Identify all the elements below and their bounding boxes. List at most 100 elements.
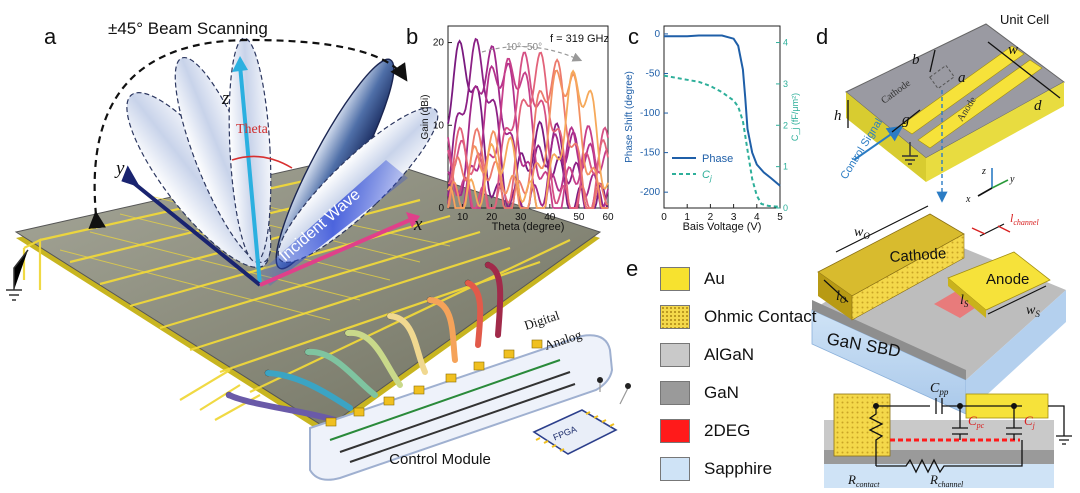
unit-cell-axes [977, 168, 1009, 197]
l-s-sub: S [964, 299, 969, 309]
dim-d: d [1034, 98, 1042, 114]
anode-big-label: Anode [986, 271, 1029, 288]
chart-b-xlabel: Theta (degree) [492, 221, 565, 233]
w-s: w [1026, 303, 1036, 318]
chart-c-ytick-label: 0 [654, 29, 660, 40]
chart-b-xtick-label: 50 [573, 212, 585, 223]
cathode-big-label: Cathode [889, 245, 947, 266]
svg-text:lS: lS [960, 293, 969, 309]
chart-c-ytick-label: -100 [640, 108, 660, 119]
fpga-chip: FPGA [532, 409, 618, 455]
unit-cell-label: Unit Cell [1000, 12, 1049, 27]
chart-c-legend: Phase Cj [672, 153, 733, 183]
chart-c-ytick-right-label: 2 [783, 120, 788, 130]
chart-c-frame [663, 25, 781, 209]
chart-c-xtick-label: 1 [684, 212, 690, 223]
swatch-sapphire [660, 457, 690, 481]
legend-item-gan: GaN [660, 378, 739, 408]
chart-c-phase-line [664, 34, 781, 187]
c-j-sub: j [1032, 421, 1036, 430]
chart-b-xtick-label: 40 [544, 212, 556, 223]
l-o-sub: O [840, 295, 847, 305]
svg-text:Cj: Cj [702, 169, 712, 183]
r-channel-sub: channel [938, 480, 964, 489]
unit-cell-block: Cathode Anode Control Signal a b w g d h… [834, 23, 1065, 205]
beam-scanning-label: ±45° Beam Scanning [108, 19, 268, 38]
l-o: l [836, 289, 840, 304]
chart-c-xtick-label: 4 [754, 212, 760, 223]
panel-label-a: a [44, 24, 57, 49]
chart-b-title: f = 319 GHz [550, 33, 609, 45]
axis-y-label: y [114, 158, 125, 179]
panel-label-b: b [406, 24, 418, 49]
svg-text:Cj: Cj [1024, 413, 1036, 430]
dim-w: w [1008, 42, 1018, 58]
ax-x: x [965, 194, 971, 205]
r-contact-sub: contact [856, 480, 880, 489]
chart-c-ylabel: Phase Shift (degree) [624, 71, 635, 163]
chart-c-ytick-label: -50 [646, 68, 661, 79]
legend-item-2deg: 2DEG [660, 416, 750, 446]
panel-label-e: e [626, 256, 638, 281]
legend-item-au: Au [660, 264, 725, 294]
swatch-au [660, 267, 690, 291]
legend-item-ohmic: Ohmic Contact [660, 302, 816, 332]
ground-icon [6, 249, 29, 301]
chart-b-xtick-label: 20 [486, 212, 498, 223]
axis-x-label: x [413, 214, 423, 235]
r-channel: R [929, 472, 938, 487]
chart-c-ylabel-right: C_j (fF/μm²) [790, 93, 800, 141]
panel-d: d Unit Cell Cathode Anode Control Signal [811, 12, 1072, 489]
chart-b-xtick-label: 60 [602, 212, 614, 223]
legend-item-sapphire: Sapphire [660, 454, 772, 484]
control-wires [226, 262, 504, 423]
w-o: w [854, 225, 864, 240]
chart-b-xtick-label: 30 [515, 212, 527, 223]
axis-z-label: z [221, 88, 230, 109]
chart-c-ytick-right-label: 4 [783, 38, 788, 48]
c-j: C [1024, 413, 1033, 428]
chart-c-xtick-label: 0 [661, 212, 667, 223]
ground-icon-unit-cell [902, 142, 918, 165]
chart-b-ytick-label: 10 [433, 120, 445, 131]
chart-c-xtick-label: 2 [708, 212, 714, 223]
l-s: l [960, 293, 964, 308]
w-s-sub: S [1035, 309, 1040, 319]
chart-b-ylabel: Gain (dBi) [420, 94, 431, 139]
chart-b-ytick-label: 0 [438, 203, 444, 214]
chart-c-xtick-label: 5 [777, 212, 783, 223]
legend-label-algan: AlGaN [704, 345, 755, 364]
chart-c-ytick-right-label: 0 [783, 203, 788, 213]
ax-z: z [981, 166, 986, 177]
legend-cj-sub: j [709, 174, 712, 183]
chart-b-series-line [447, 51, 609, 209]
chart-c-xtick-label: 3 [731, 212, 737, 223]
svg-text:wO: wO [854, 225, 870, 241]
swatch-algan [660, 343, 690, 367]
panel-a: a [6, 19, 631, 481]
panel-label-d: d [816, 24, 828, 49]
r-contact: R [847, 472, 856, 487]
dim-a: a [958, 70, 966, 86]
legend-label-au: Au [704, 269, 725, 288]
svg-text:Rcontact: Rcontact [847, 472, 880, 489]
chart-b-series-line [447, 69, 608, 209]
svg-text:wS: wS [1026, 303, 1040, 319]
theta-label: Theta [236, 122, 269, 137]
c-pc-sub: pc [976, 421, 985, 430]
svg-text:Rchannel: Rchannel [929, 472, 964, 489]
swatch-gan [660, 381, 690, 405]
svg-text:lchannel: lchannel [1010, 211, 1039, 227]
l-channel: l [1010, 211, 1014, 225]
svg-text:lO: lO [836, 289, 847, 305]
coordinate-axes [121, 56, 420, 287]
control-module-label: Control Module [389, 451, 491, 468]
chart-b-ytick-label: 20 [433, 38, 445, 49]
legend-phase: Phase [702, 153, 733, 165]
legend-item-algan: AlGaN [660, 340, 754, 370]
